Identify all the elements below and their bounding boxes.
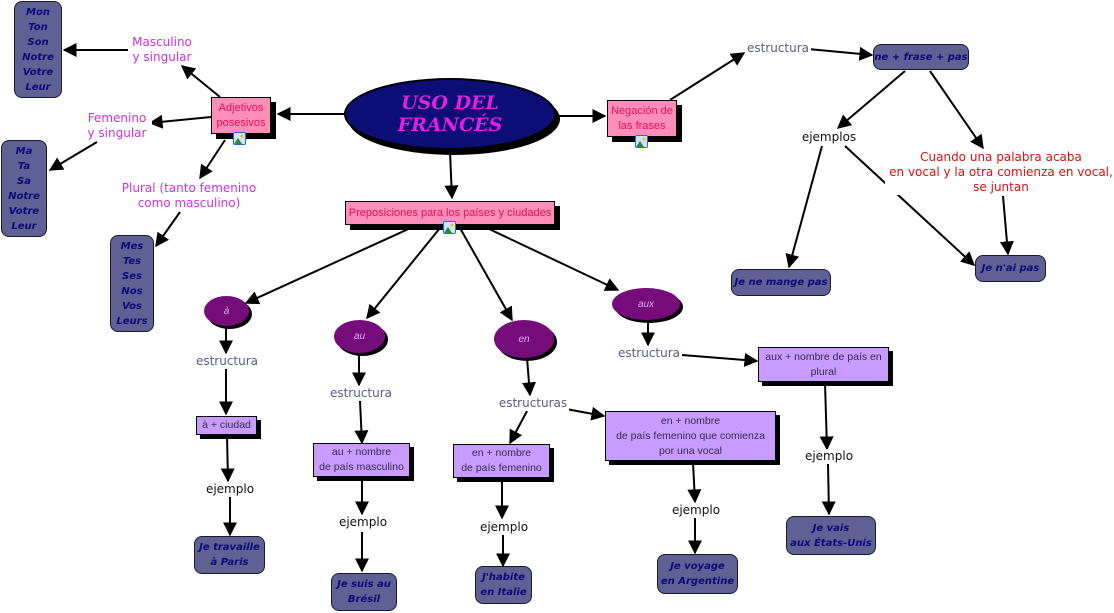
arrow-auxestr-struct: [681, 353, 759, 367]
preposition-label: aux: [637, 298, 655, 310]
preposition-a[interactable]: à: [204, 296, 249, 326]
arrow-auestr-struct: [354, 400, 369, 445]
preposition-au[interactable]: au: [334, 320, 385, 353]
preposition-label: à: [223, 305, 230, 317]
example-text: Je vais aux États-Unis: [790, 522, 872, 549]
concept-label: Adjetivos posesivos: [216, 101, 266, 129]
list-text: Mes Tes Ses Nos Vos Leurs: [116, 240, 148, 327]
arrow-prep-en: [459, 227, 513, 322]
arrow-astruct-ejemplo: [220, 434, 235, 483]
list-text: Ma Ta Sa Notre Votre Leur: [8, 145, 40, 232]
structure-text: aux + nombre de país en plural: [765, 350, 882, 378]
link-label-neg-rule: Cuando una palabra acaba en vocal y la o…: [885, 150, 1114, 195]
preposition-label: en: [518, 333, 530, 345]
link-label-en-ejemplo-2: ejemplo: [668, 503, 724, 518]
example-text: Je n'ai pas: [981, 263, 1040, 274]
structure-en-1[interactable]: en + nombre de país femenino: [453, 444, 550, 478]
structure-text: ne + frase + pas: [874, 51, 968, 63]
arrow-femlbl-list: [48, 141, 98, 171]
concept-label: Preposiciones para los países y ciudades: [348, 206, 552, 219]
arrow-adj-plural: [199, 139, 226, 180]
preposition-label: au: [353, 331, 366, 342]
structure-text: au + nombre de país masculino: [319, 446, 404, 473]
arrow-prep-a: [244, 225, 416, 305]
link-label-masculino: Masculino y singular: [128, 35, 196, 65]
link-label-a-estructura: estructura: [194, 354, 260, 369]
link-label-aux-estructura: estructura: [616, 346, 682, 361]
arrow-negstruct-rule: [929, 70, 984, 150]
arrow-rule-ex2: [999, 195, 1014, 256]
preposition-en[interactable]: en: [494, 320, 554, 358]
link-label-aux-ejemplo: ejemplo: [801, 449, 857, 464]
concept-label: Negación de las frases: [611, 104, 673, 132]
structure-aux[interactable]: aux + nombre de país en plural: [758, 347, 889, 382]
arrow-adj-masc: [180, 65, 221, 98]
link-label-en-ejemplo-1: ejemplo: [476, 520, 532, 535]
example-au[interactable]: Je suis au Brésil: [331, 573, 397, 611]
link-label-en-estructuras: estructuras: [497, 396, 569, 411]
list-plural[interactable]: Mes Tes Ses Nos Vos Leurs: [110, 235, 154, 332]
arrow-ejemplos-ex1: [785, 145, 823, 269]
arrow-en-estructuras: [522, 357, 536, 397]
example-text: Je voyage en Argentine: [660, 561, 735, 587]
arrow-neg-estructura: [669, 52, 746, 101]
concept-negacion-frases[interactable]: Negación de las frases: [607, 100, 677, 137]
example-en-1[interactable]: J'habite en Italie: [475, 566, 532, 604]
link-label-au-estructura: estructura: [328, 386, 394, 401]
structure-text: à + ciudad: [202, 419, 251, 431]
neg-example-1[interactable]: Je ne mange pas: [731, 269, 831, 296]
image-attachment-icon[interactable]: [233, 132, 246, 145]
arrow-ejemplos-ex2: [844, 145, 976, 266]
structure-text: en + nombre de país femenino que comienz…: [616, 414, 765, 457]
neg-example-2[interactable]: Je n'ai pas: [975, 255, 1046, 282]
link-label-plural: Plural (tanto femenino como masculino): [115, 181, 263, 211]
main-concept[interactable]: USO DEL FRANCÉS: [344, 78, 556, 150]
example-aux[interactable]: Je vais aux États-Unis: [786, 516, 876, 555]
structure-en-2[interactable]: en + nombre de país femenino que comienz…: [605, 411, 776, 461]
main-concept-label: USO DEL FRANCÉS: [397, 92, 503, 136]
arrow-adj-fem: [148, 114, 212, 129]
example-en-2[interactable]: Je voyage en Argentine: [657, 554, 738, 594]
link-label-a-ejemplo: ejemplo: [202, 482, 258, 497]
example-text: Je travaille à Paris: [199, 542, 260, 568]
arrow-main-preposiciones: [444, 151, 459, 200]
list-masculino-singular[interactable]: Mon Ton Son Notre Votre Leur: [14, 1, 62, 98]
structure-text: en + nombre de país femenino: [461, 447, 542, 474]
image-attachment-icon[interactable]: [635, 135, 648, 148]
concept-adjetivos-posesivos[interactable]: Adjetivos posesivos: [211, 97, 271, 134]
list-femenino-singular[interactable]: Ma Ta Sa Notre Votre Leur: [1, 140, 47, 237]
preposition-aux[interactable]: aux: [612, 288, 680, 320]
structure-au[interactable]: au + nombre de país masculino: [313, 443, 410, 477]
link-label-au-ejemplo: ejemplo: [335, 515, 391, 530]
arrow-enestr-struct1: [509, 410, 528, 445]
arrow-enstruct2-ejemplo: [687, 461, 702, 504]
arrow-auxej-ex: [821, 463, 836, 516]
arrow-auxstruct-ejemplo: [819, 382, 834, 451]
link-label-neg-estructura: estructura: [745, 41, 811, 56]
image-attachment-icon[interactable]: [443, 221, 456, 234]
example-text: J'habite en Italie: [480, 572, 527, 598]
link-label-neg-ejemplos: ejemplos: [799, 130, 859, 145]
arrow-prep-aux: [486, 227, 620, 291]
example-a[interactable]: Je travaille à Paris: [194, 536, 265, 574]
arrow-estructura-negstruct: [807, 46, 874, 61]
arrow-prep-au: [366, 227, 441, 320]
arrow-enestr-struct2: [565, 406, 606, 421]
link-label-femenino: Femenino y singular: [82, 111, 152, 141]
arrow-plurallbl-list: [155, 211, 181, 248]
neg-structure-box[interactable]: ne + frase + pas: [873, 44, 969, 70]
list-text: Mon Ton Son Notre Votre Leur: [22, 6, 54, 93]
example-text: Je ne mange pas: [734, 277, 828, 288]
example-text: Je suis au Brésil: [337, 579, 391, 605]
structure-a[interactable]: à + ciudad: [196, 416, 257, 435]
arrow-negstruct-ejemplos: [836, 70, 906, 129]
